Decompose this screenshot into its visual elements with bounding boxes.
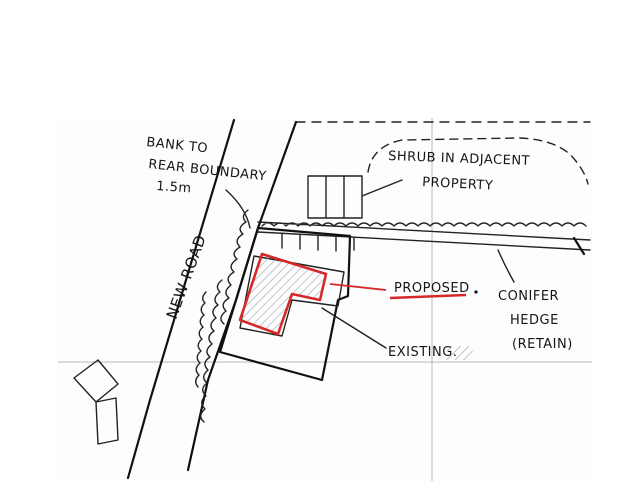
existing-label: EXISTING. xyxy=(388,345,457,360)
shrub-label-line1: SHRUB IN ADJACENT xyxy=(388,149,530,169)
site-plot-outline xyxy=(218,226,352,382)
bank-vegetation xyxy=(195,209,249,423)
existing-leader-line xyxy=(321,307,387,349)
neighbouring-building xyxy=(73,359,119,445)
adjacent-shrub-boxes xyxy=(307,175,363,219)
conifer-leader-line xyxy=(497,249,515,283)
shrub-leader-line xyxy=(361,179,403,197)
conifer-label-line2: HEDGE xyxy=(510,313,559,328)
conifer-hedge xyxy=(257,221,591,251)
road-label: NEW ROAD xyxy=(163,232,210,321)
conifer-label-line3: (RETAIN) xyxy=(512,337,573,352)
road-edge-left xyxy=(126,118,236,480)
sketch-sheet xyxy=(58,118,592,481)
hedge-spikes xyxy=(281,233,355,252)
proposed-underline xyxy=(389,293,467,300)
existing-building xyxy=(239,255,345,337)
conifer-label-line1: CONIFER xyxy=(498,289,559,304)
bank-label-line1: BANK TO xyxy=(146,135,209,156)
shrub-label-line2: PROPERTY xyxy=(422,175,494,194)
shrub-outline-dashed xyxy=(367,137,589,185)
hedge-end-mark xyxy=(572,236,586,256)
bank-label-line3: 1.5m xyxy=(156,179,192,196)
proposed-extension xyxy=(238,252,328,336)
dot-mark xyxy=(474,290,478,294)
proposed-label: PROPOSED xyxy=(394,281,470,296)
existing-hatch-swatch xyxy=(444,346,474,360)
bank-leader-line xyxy=(225,189,251,229)
proposed-arrow-leader xyxy=(329,283,387,291)
